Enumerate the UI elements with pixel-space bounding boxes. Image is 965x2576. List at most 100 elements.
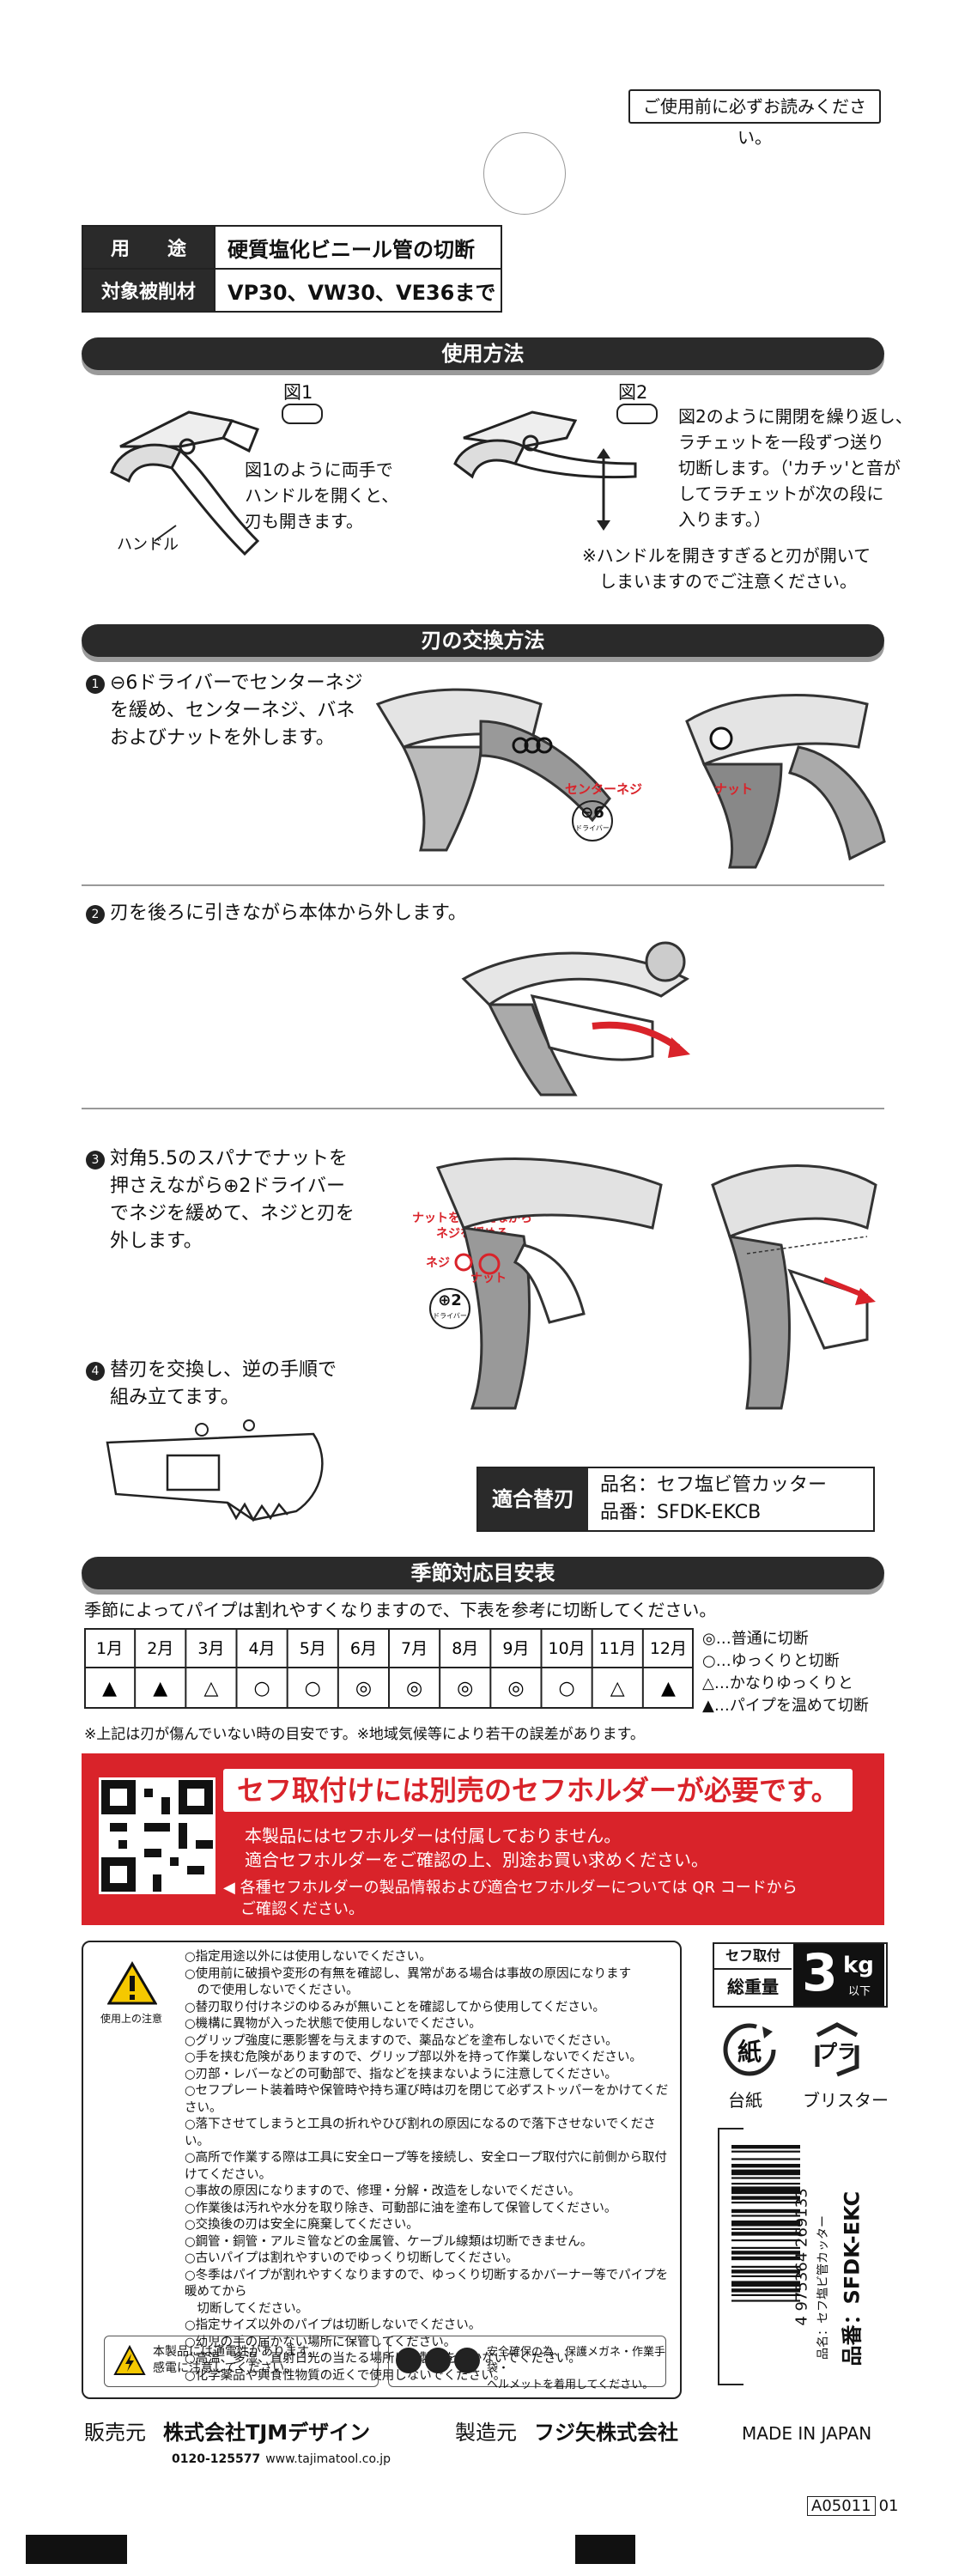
minus-driver-icon: ⊖6 ドライバー: [572, 800, 613, 841]
spec-value: VP30、VW30、VE36まで: [214, 268, 502, 313]
nut-label-3: ナット: [470, 1272, 507, 1285]
divider: [82, 1108, 884, 1109]
barcode-number: 4 975364 269133: [792, 2188, 811, 2326]
caution-box: 使用上の注意 ○指定用途以外には使用しないでください。○使用前に破損や変形の有無…: [82, 1941, 682, 2399]
barcode-bar: [731, 2288, 800, 2293]
season-mark: ○: [253, 1678, 270, 1699]
caution-item: ○グリップ強度に悪影響を与えますので、薬品などを塗布しないでください。: [185, 2033, 618, 2048]
season-section-title: 季節対応目安表: [82, 1557, 884, 1589]
step1-number: 1: [86, 675, 105, 694]
paper-recycle-icon: 紙: [719, 2020, 780, 2080]
hang-hole: [483, 132, 566, 215]
replacement-heading: 適合替刃: [478, 1468, 588, 1530]
step3-illustration-right: [695, 1151, 884, 1417]
season-mark: ▲: [661, 1678, 676, 1699]
season-month: 7月: [401, 1639, 428, 1658]
fig1-text: 図1のように両手で ハンドルを開くと、 刃も開きます。: [245, 459, 399, 532]
barcode-bar: [731, 2164, 800, 2168]
barcode-bar: [731, 2293, 800, 2296]
legend-item: ○…ゆっくりと切断: [702, 1652, 840, 1670]
caution-item: ○セフプレート装着時や保管時や持ち運び時は刃を閉じて必ずストッパーをかけてくださ…: [185, 2084, 669, 2115]
weight-label: セフ取付: [714, 1944, 792, 1970]
center-screw-label: センターネジ: [565, 781, 643, 797]
spec-value: 硬質塩化ビニール管の切断: [214, 225, 502, 270]
barcode-product-name: 品名：セフ塩ビ管カッター: [816, 2215, 830, 2360]
holder-qr-note: ◀ 各種セフホルダーの製品情報および適合セフホルダーについては QR コードから…: [223, 1879, 798, 1918]
barcode-bar: [731, 2269, 800, 2274]
step2-illustration: [446, 927, 730, 1099]
caution-item: ○作業後は汚れや水分を取り除き、可動部に油を塗布して保管してください。: [185, 2201, 617, 2215]
barcode-bar: [731, 2239, 800, 2242]
step3-text: 対角5.5のスパナでナットを 押さえながら⊕2ドライバー でネジを緩めて、ネジと…: [110, 1148, 355, 1252]
fig1-illustration: [86, 378, 343, 584]
caution-item: 切断してください。: [185, 2301, 309, 2316]
season-mark: ◎: [507, 1678, 524, 1699]
caution-item: ○鋼管・銅管・アルミ管などの金属管、ケーブル線類は切断できません。: [185, 2234, 593, 2249]
fig2-illustration: [438, 378, 670, 524]
season-month: 3月: [197, 1639, 224, 1658]
fig1-label: 図1: [283, 382, 313, 403]
electric-icon: [113, 2345, 146, 2376]
season-month: 10月: [548, 1639, 585, 1658]
barcode-bar: [731, 2177, 800, 2179]
caution-item: ○交換後の刃は安全に廃棄してください。: [185, 2218, 419, 2232]
caution-item: ○事故の原因になりますので、修理・分解・改造をしないでください。: [185, 2184, 581, 2198]
caution-item: ○冬季はパイプが割れやすくなりますので、ゆっくり切断するかバーナー等でパイプを暖…: [185, 2268, 669, 2300]
caution-item: ○機構に異物が入った状態で使用しないでください。: [185, 2017, 482, 2031]
season-mark: ○: [305, 1678, 321, 1699]
barcode-bar: [731, 2265, 800, 2268]
season-month: 12月: [650, 1639, 687, 1658]
caution-item: ○指定用途以外には使用しないでください。: [185, 1950, 432, 1964]
season-mark: ○: [558, 1678, 574, 1699]
spec-row-usage: 用 途 硬質塩化ビニール管の切断: [82, 225, 502, 270]
fig2-text: 図2のように開閉を繰り返し、 ラチェットを一段ずつ送り 切断します。（'カチッ'…: [678, 406, 913, 530]
barcode-bar: [731, 2215, 800, 2217]
origin: MADE IN JAPAN: [742, 2423, 872, 2444]
weight-box: セフ取付 総重量 3 kg 以下: [713, 1942, 888, 2008]
barcode-bar: [731, 2202, 800, 2204]
barcode-bar: [731, 2300, 800, 2302]
electric-warning: 本製品には通電性があります。 感電に注意してください。: [104, 2336, 379, 2387]
barcode-bar: [731, 2246, 800, 2249]
goggles-icon: [396, 2348, 422, 2373]
seller: 販売元株式会社TJMデザイン: [84, 2421, 371, 2445]
caution-item: ○刃部・レバーなどの可動部で、指などを挟まないように注意してください。: [185, 2067, 617, 2081]
replacement-name: 品名：セフ塩ビ管カッター: [600, 1474, 828, 1496]
season-intro: 季節によってパイプは割れやすくなりますので、下表を参考に切断してください。: [84, 1600, 717, 1620]
season-mark: ◎: [355, 1678, 372, 1699]
pre-use-notice: ご使用前に必ずお読みください。: [628, 89, 881, 148]
barcode-bar: [731, 2275, 800, 2277]
season-note: ※上記は刃が傷んでいない時の目安です。※地域気候等により若干の誤差があります。: [84, 1726, 645, 1743]
nut-label: ナット: [714, 781, 754, 797]
paper-label: 台紙: [728, 2090, 762, 2111]
season-mark: ▲: [153, 1678, 167, 1699]
barcode-bar: [731, 2256, 800, 2261]
weight-unit: kg: [843, 1953, 874, 1978]
caution-item: ○高所で作業する際は工具に安全ロープ等を接続し、安全ロープ取付穴に前側から取付け…: [185, 2151, 667, 2182]
step1-illustration-right: [670, 670, 893, 876]
step2-text: 刃を後ろに引きながら本体から外します。: [110, 902, 467, 924]
caution-item: ○替刃取り付けネジのゆるみが無いことを確認してから使用してください。: [185, 2000, 605, 2014]
barcode-bar: [731, 2227, 800, 2230]
barcode-bar: [731, 2196, 800, 2200]
barcode-bar: [731, 2169, 800, 2176]
barcode-bar: [731, 2183, 800, 2185]
barcode-area: 4 975364 269133 品名：セフ塩ビ管カッター 品番：SFDK-EKC: [713, 2128, 884, 2385]
caution-item: ○高温、多湿、直射日光の当たる場所に本製品を置かないでください。: [185, 2352, 581, 2366]
step4-text: 替刃を交換し、逆の手順で 組み立てます。: [110, 1359, 337, 1408]
barcode-bar: [731, 2145, 800, 2149]
barcode-product-code: 品番：SFDK-EKC: [840, 2190, 865, 2366]
helmet-icon: [454, 2348, 480, 2373]
holder-headline: セフ取付けには別売のセフホルダーが必要です。: [223, 1769, 853, 1812]
legend-item: ▲…パイプを温めて切断: [702, 1697, 869, 1715]
step3-illustration-left: [404, 1151, 678, 1417]
caution-item: ○古いパイプは割れやすいのでゆっくり切断してください。: [185, 2251, 519, 2265]
caution-list: ○指定用途以外には使用しないでください。○使用前に破損や変形の有無を確認し、異常…: [185, 1949, 674, 2385]
usage-note: ※ハンドルを開きすぎると刃が開いて しまいますのでご注意ください。: [582, 545, 871, 592]
plastic-recycle-icon: プラ: [807, 2020, 867, 2080]
plus-driver-icon: ⊕2 ドライバー: [429, 1288, 470, 1329]
holder-notice: セフ取付けには別売のセフホルダーが必要です。 本製品にはセフホルダーは付属してお…: [82, 1753, 884, 1925]
step3-number: 3: [86, 1151, 105, 1170]
season-table: 1月▲2月▲3月△4月○5月○6月◎7月◎8月◎9月◎10月○11月△12月▲: [84, 1628, 694, 1714]
